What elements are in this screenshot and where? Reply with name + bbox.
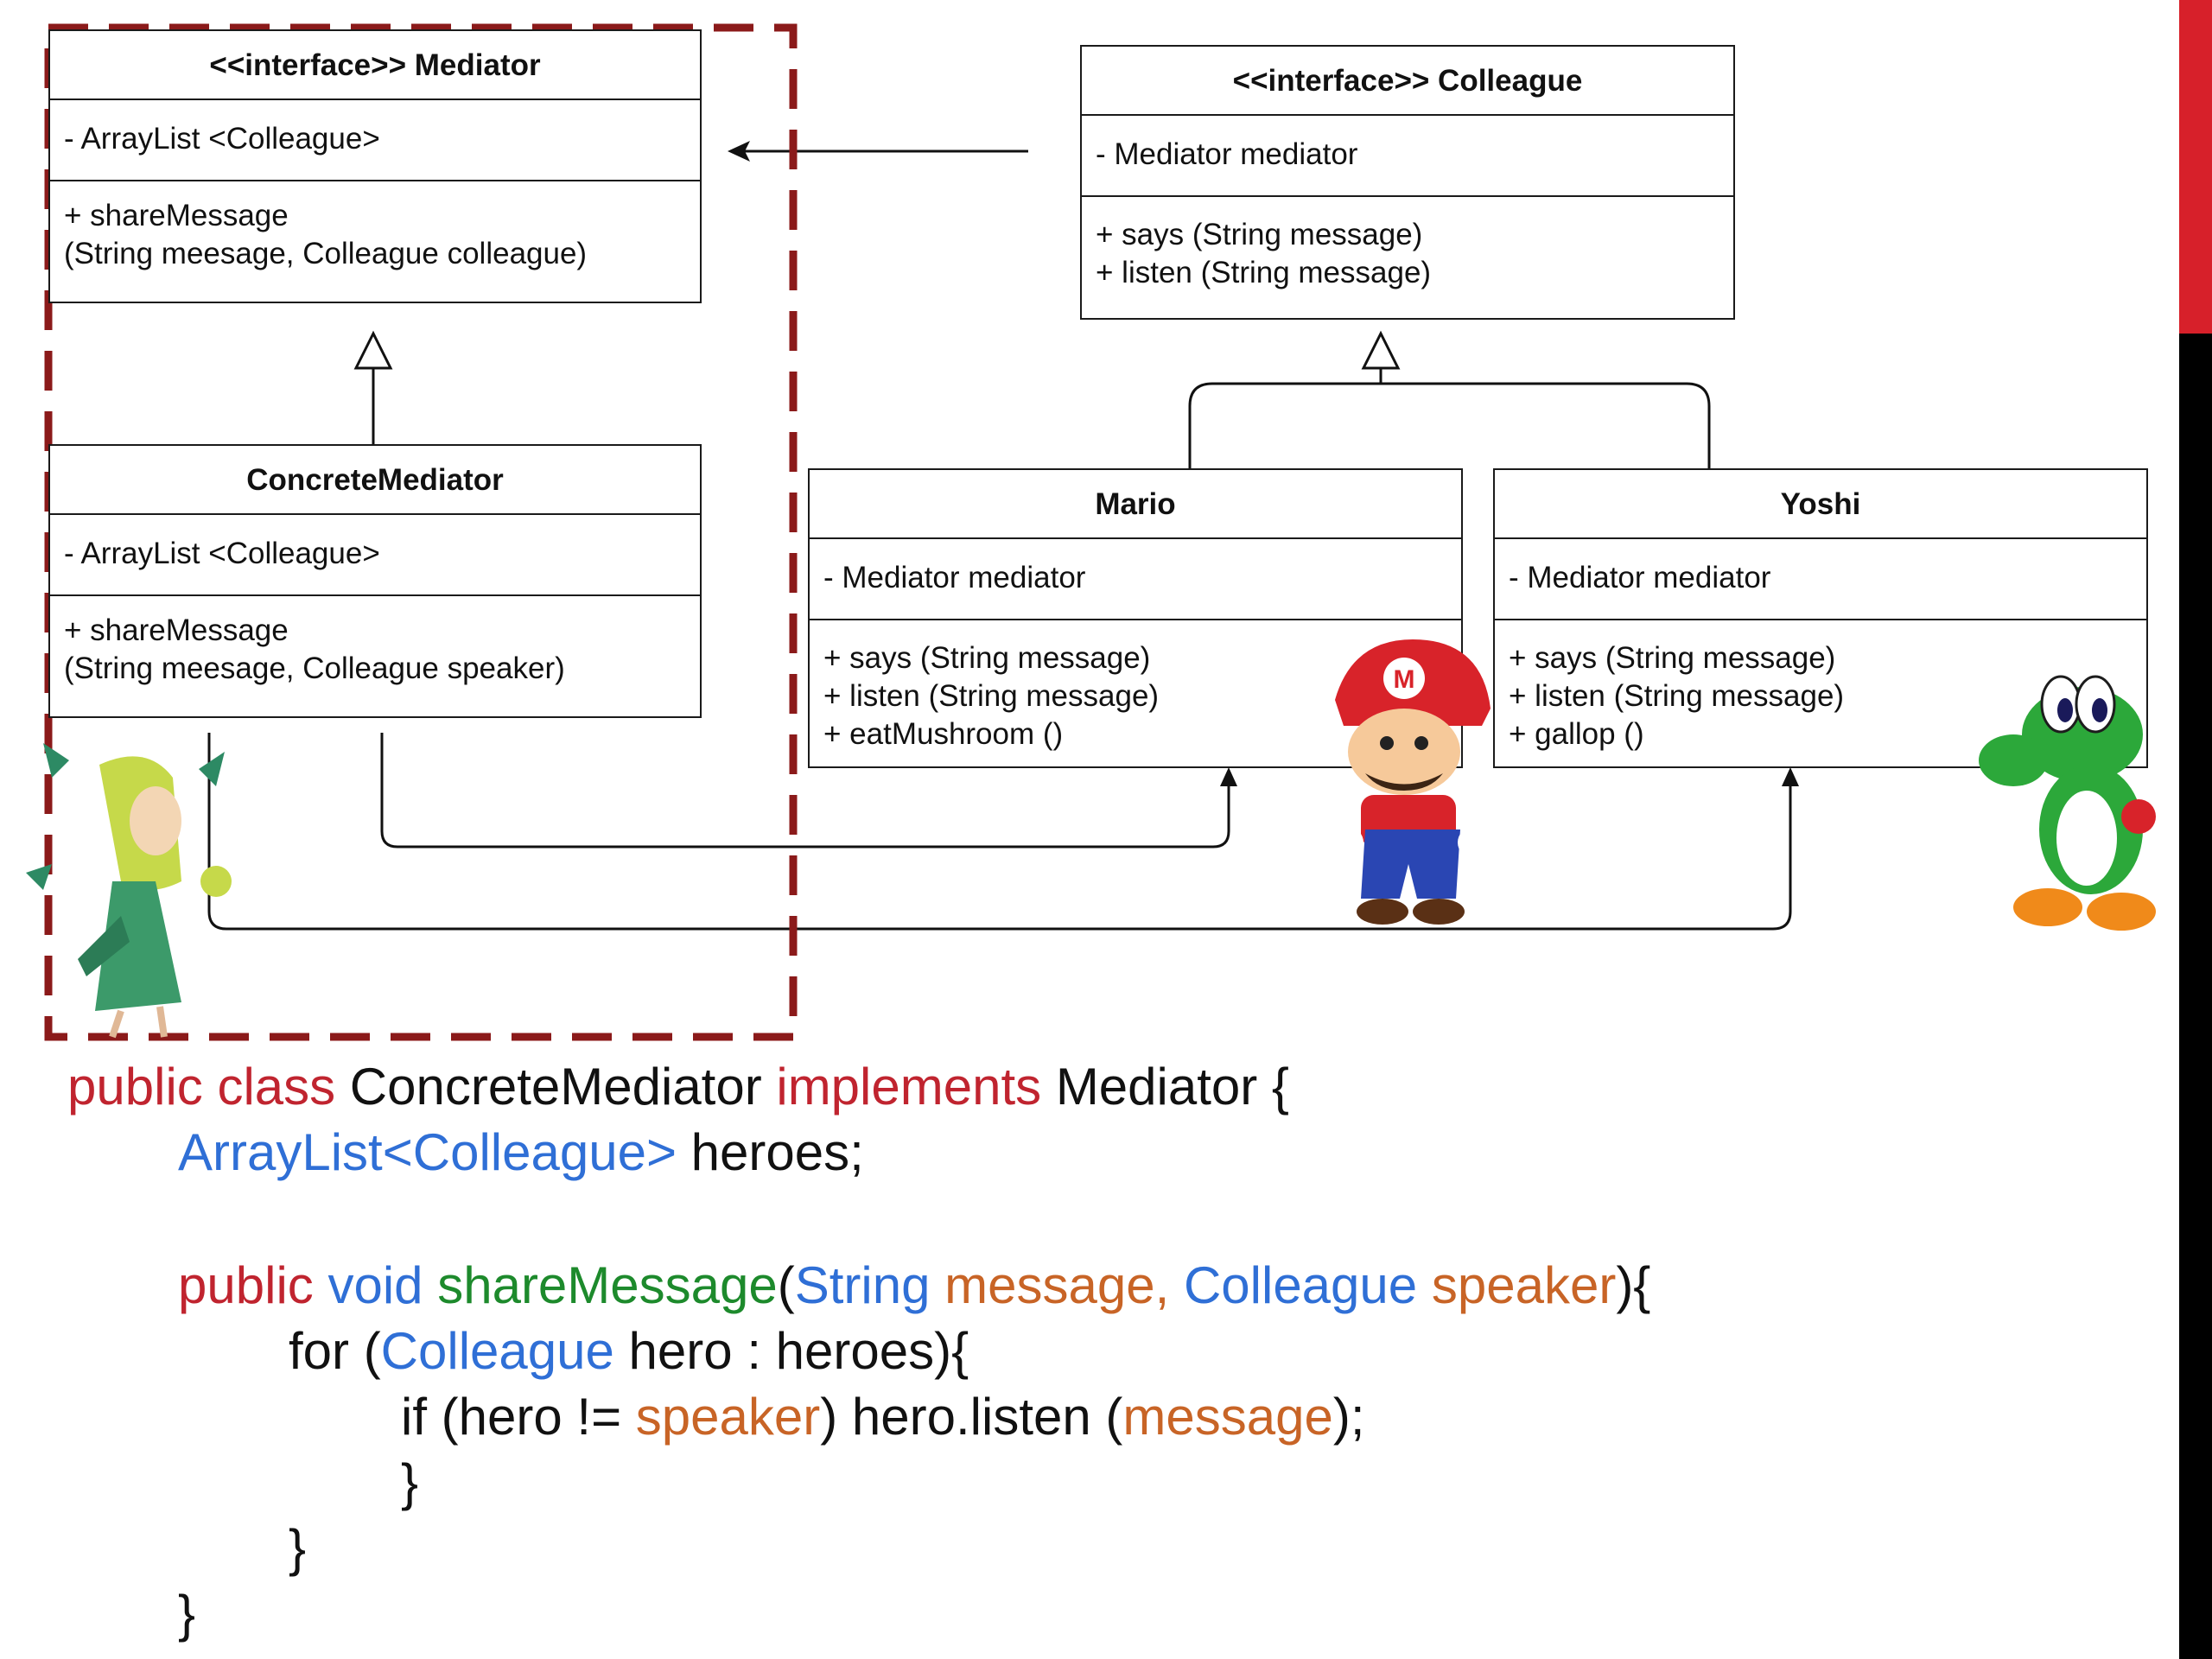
class-attribute: - Mediator mediator xyxy=(1495,539,2146,620)
class-title: ConcreteMediator xyxy=(50,446,700,515)
operation-line: + listen (String message) xyxy=(823,679,1160,713)
operation-line: + gallop () xyxy=(1509,717,1644,751)
code-text: Mediator { xyxy=(1041,1058,1289,1116)
code-line-8: } xyxy=(178,1581,195,1647)
operation-line: (String meesage, Colleague colleague) xyxy=(64,237,588,270)
class-title: Mario xyxy=(810,470,1461,539)
code-param: speaker xyxy=(1417,1256,1617,1314)
association-arrow xyxy=(728,141,1028,162)
class-title: Yoshi xyxy=(1495,470,2146,539)
operation-line: + listen (String message) xyxy=(1096,256,1432,289)
realization-arrow-mediator xyxy=(353,330,393,445)
yoshi-illustration xyxy=(1979,675,2156,931)
code-brace: } xyxy=(289,1519,307,1577)
class-attribute: - Mediator mediator xyxy=(810,539,1461,620)
code-method: shareMessage xyxy=(423,1256,778,1314)
class-operations: + says (String message) + listen (String… xyxy=(1082,197,1733,292)
mediator-to-yoshi-connector xyxy=(207,733,1799,931)
code-type: ArrayList<Colleague> xyxy=(178,1123,677,1181)
class-operations: + shareMessage (String meesage, Colleagu… xyxy=(50,181,700,273)
class-attribute: - Mediator mediator xyxy=(1082,116,1733,197)
code-text: ){ xyxy=(1616,1256,1651,1314)
operation-line: + shareMessage xyxy=(64,613,289,647)
mario-illustration: M xyxy=(1332,639,1491,925)
slide-accent-bar xyxy=(2179,0,2212,334)
svg-text:M: M xyxy=(1394,665,1415,694)
code-brace: } xyxy=(401,1453,419,1511)
code-text: hero : heroes){ xyxy=(613,1322,969,1380)
code-type: String xyxy=(794,1256,931,1314)
operation-line: + says (String message) xyxy=(1096,218,1423,251)
code-param: message xyxy=(1122,1388,1333,1446)
realization-arrow-colleague xyxy=(1188,330,1711,468)
uml-class-concrete-mediator: ConcreteMediator - ArrayList <Colleague>… xyxy=(48,444,702,718)
code-line-7: } xyxy=(289,1516,306,1581)
fairy-illustration xyxy=(26,743,232,1039)
uml-class-colleague-interface: <<interface>> Colleague - Mediator media… xyxy=(1080,45,1735,320)
operation-line: + says (String message) xyxy=(1509,641,1836,675)
code-text: ) hero.listen ( xyxy=(820,1388,1123,1446)
class-operations: + says (String message) + listen (String… xyxy=(1495,620,2146,753)
code-line-6: } xyxy=(401,1450,418,1516)
operation-line: + eatMushroom () xyxy=(823,717,1064,751)
code-param: speaker xyxy=(635,1388,821,1446)
code-text: for ( xyxy=(289,1322,381,1380)
code-brace: } xyxy=(178,1585,196,1643)
code-type: Colleague xyxy=(1183,1256,1418,1314)
code-line-4: for (Colleague hero : heroes){ xyxy=(289,1319,969,1384)
code-line-5: if (hero != speaker) hero.listen (messag… xyxy=(401,1384,1365,1450)
code-param: message, xyxy=(930,1256,1184,1314)
operation-line: + shareMessage xyxy=(64,199,289,232)
code-text: ( xyxy=(777,1256,795,1314)
class-attribute: - ArrayList <Colleague> xyxy=(50,515,700,596)
operation-line: + says (String message) xyxy=(823,641,1151,675)
code-line-3: public void shareMessage(String message,… xyxy=(178,1253,1650,1319)
code-text: ); xyxy=(1332,1388,1365,1446)
uml-class-mediator-interface: <<interface>> Mediator - ArrayList <Coll… xyxy=(48,29,702,303)
class-operations: + says (String message) + listen (String… xyxy=(810,620,1461,753)
code-text: heroes; xyxy=(677,1123,864,1181)
class-title: <<interface>> Mediator xyxy=(50,31,700,100)
mediator-to-mario-connector xyxy=(380,733,1237,849)
operation-line: + listen (String message) xyxy=(1509,679,1845,713)
code-text: ConcreteMediator xyxy=(335,1058,777,1116)
slide-side-bar xyxy=(2179,334,2212,1659)
code-type: Colleague xyxy=(380,1322,614,1380)
class-operations: + shareMessage (String meesage, Colleagu… xyxy=(50,596,700,688)
code-type: void xyxy=(313,1256,423,1314)
code-line-1: public class ConcreteMediator implements… xyxy=(67,1054,1289,1120)
code-keyword: public xyxy=(178,1256,314,1314)
class-title: <<interface>> Colleague xyxy=(1082,47,1733,116)
operation-line: (String meesage, Colleague speaker) xyxy=(64,652,565,685)
class-attribute: - ArrayList <Colleague> xyxy=(50,100,700,181)
code-text: if (hero != xyxy=(401,1388,636,1446)
code-keyword: public class xyxy=(67,1058,336,1116)
code-keyword: implements xyxy=(776,1058,1042,1116)
code-line-2: ArrayList<Colleague> heroes; xyxy=(178,1120,864,1185)
